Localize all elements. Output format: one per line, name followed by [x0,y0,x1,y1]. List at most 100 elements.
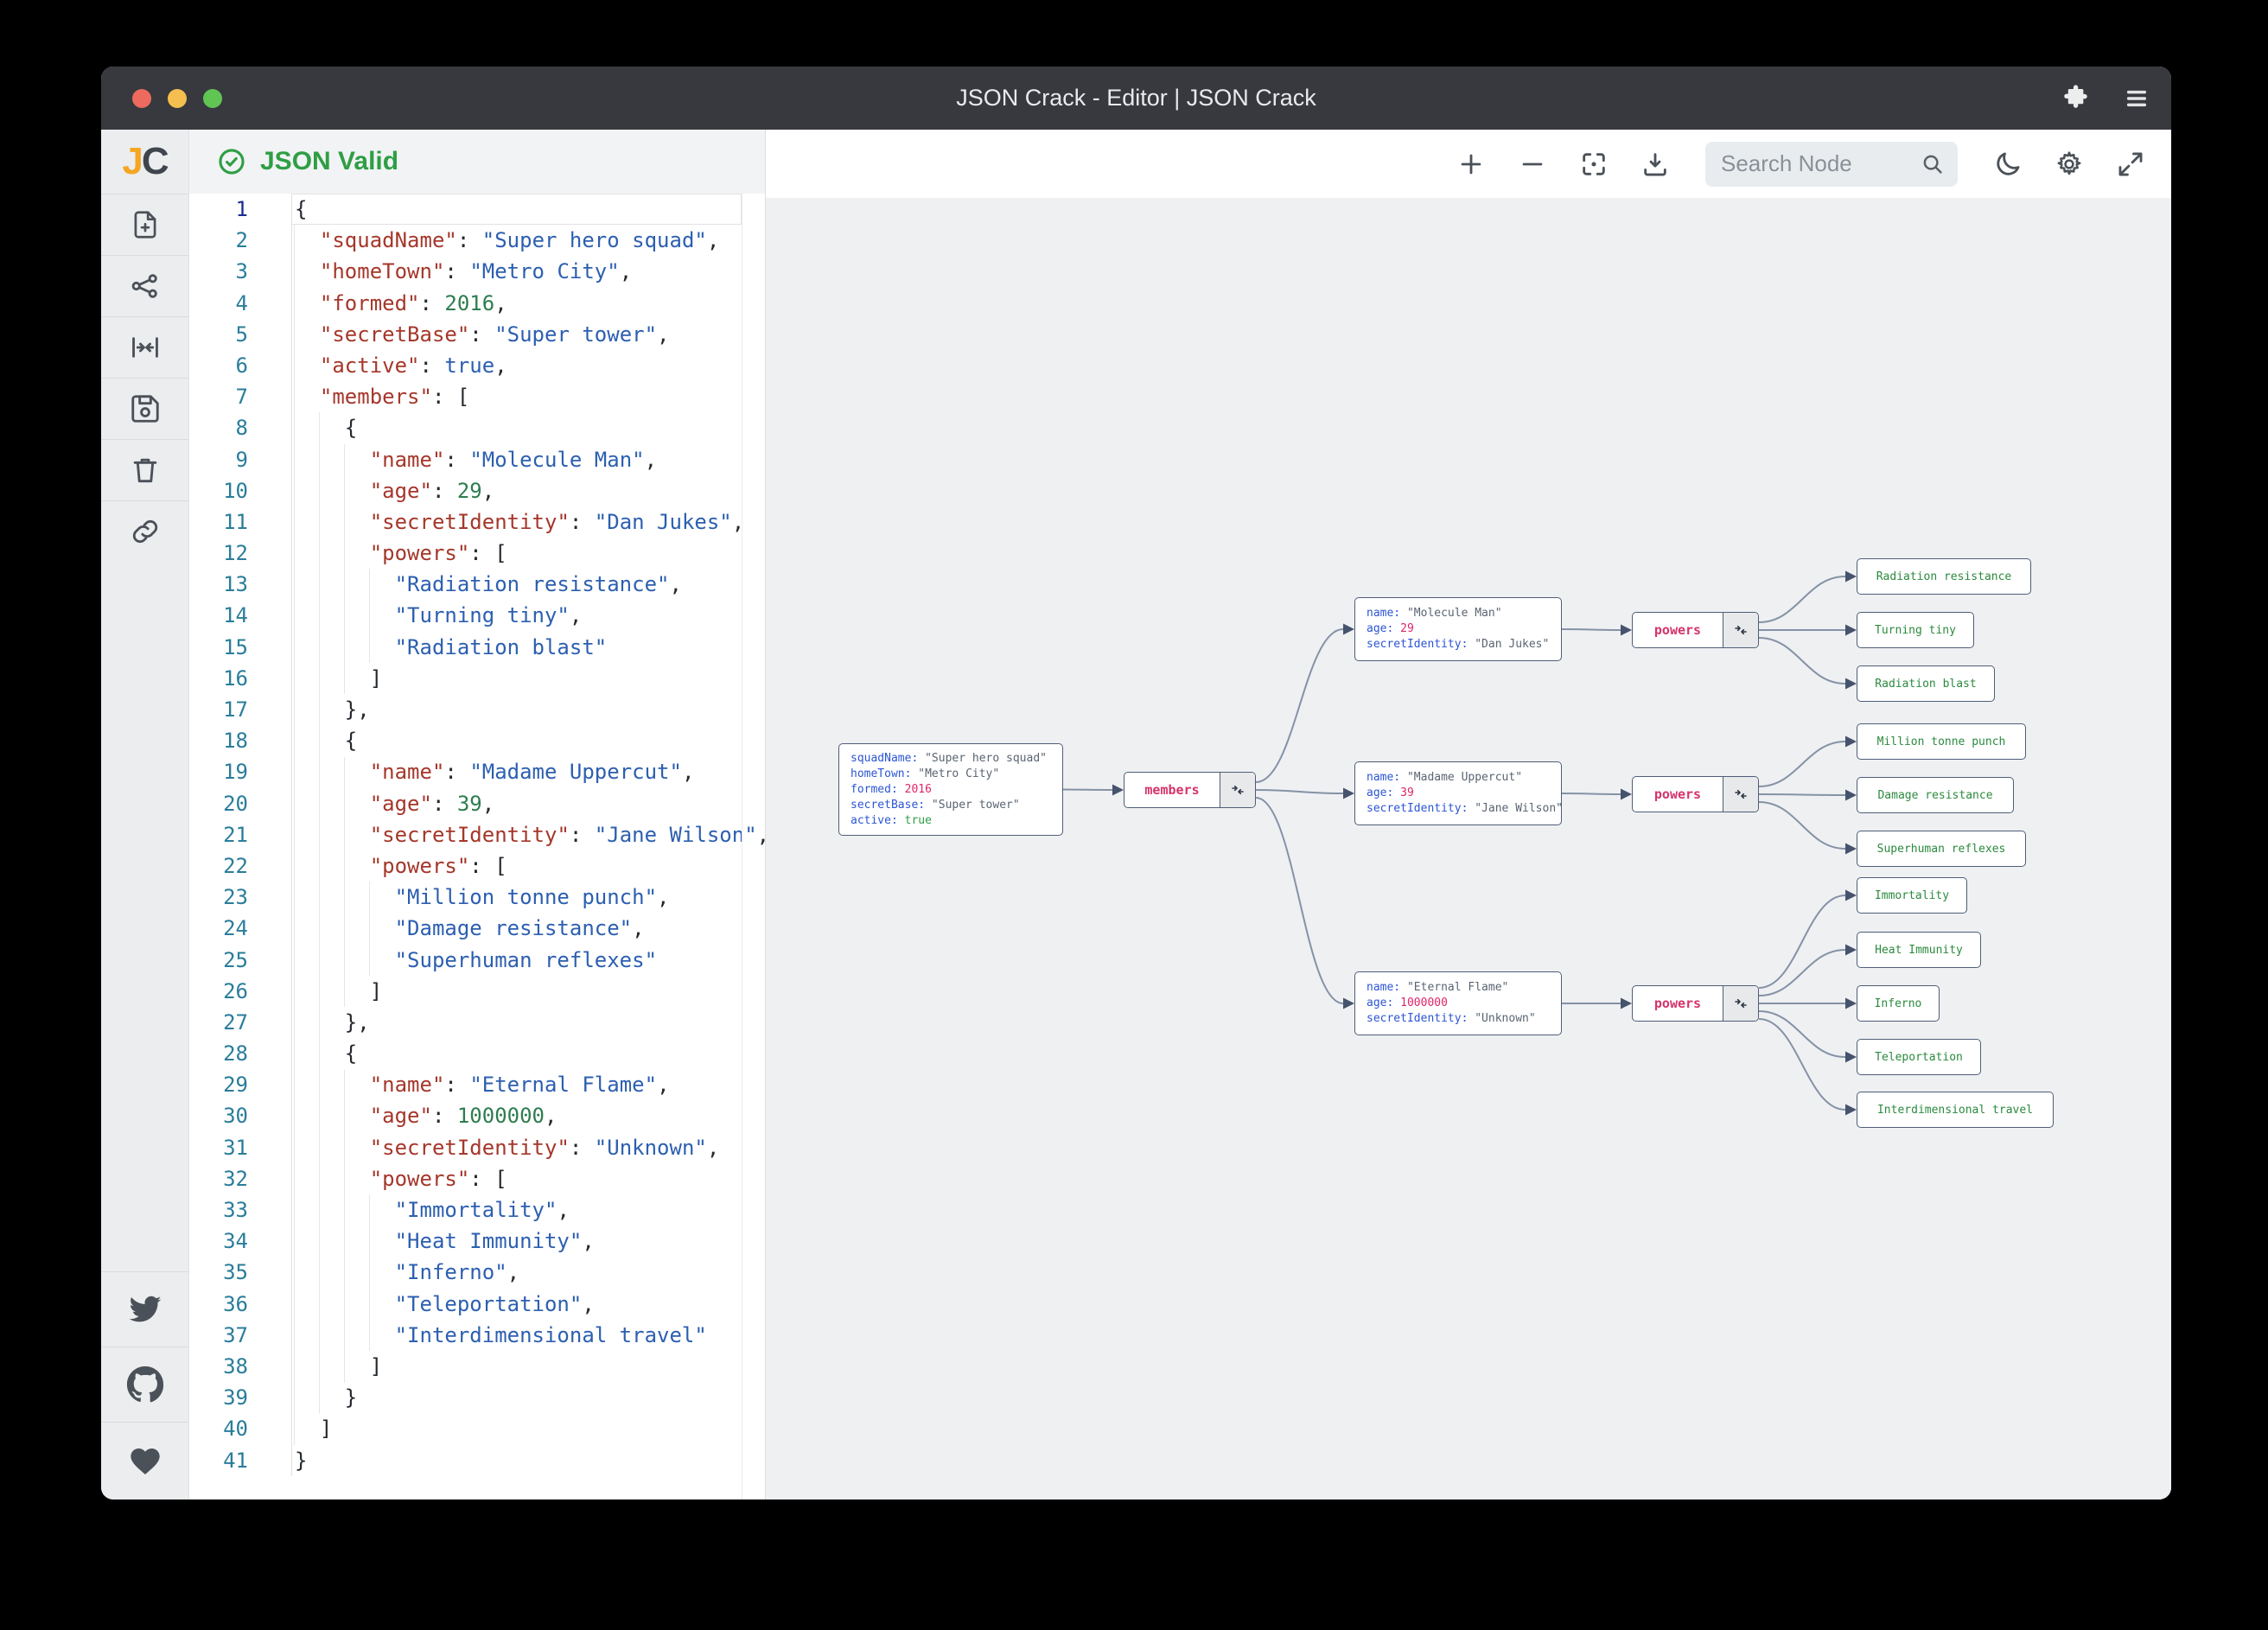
node-row: name: "Molecule Man" [1367,607,1502,620]
line-number: 35 [223,1260,248,1285]
node-row: squadName: "Super hero squad" [850,751,1047,765]
collapse-node-button[interactable] [1723,986,1758,1021]
code-line: 36 "Teleportation", [189,1288,765,1320]
extensions-puzzle-icon[interactable] [2061,84,2090,113]
line-number: 4 [235,290,248,315]
collapse-horizontal-icon [129,331,162,364]
fullscreen-button[interactable] [2116,150,2145,179]
code-line: 33 "Immortality", [189,1194,765,1226]
minimize-window-button[interactable] [168,88,187,108]
twitter-link[interactable] [101,1271,188,1347]
github-icon [126,1366,164,1404]
line-number: 41 [223,1448,248,1473]
collapse-node-button[interactable] [1723,777,1758,812]
line-number: 9 [235,447,248,472]
line-number: 37 [223,1322,248,1347]
graph-node-l2[interactable]: Turning tiny [1857,612,1974,648]
logo-j: J [122,140,143,182]
graph-node-l5[interactable]: Damage resistance [1857,777,2014,813]
graph-node-l7[interactable]: Immortality [1857,877,1967,914]
code-line: 18 { [189,725,765,757]
line-number: 3 [235,259,248,284]
code-line: 15 "Radiation blast" [189,631,765,663]
code-line: 6 "active": true, [189,349,765,382]
graph-node-l9[interactable]: Inferno [1857,985,1940,1022]
graph-node-l6[interactable]: Superhuman reflexes [1857,831,2026,867]
sponsor-link[interactable] [101,1422,188,1499]
code-line: 12 "powers": [ [189,538,765,570]
json-code-editor[interactable]: 1{2 "squadName": "Super hero squad",3 "h… [189,194,765,1499]
json-editor-panel: JSON Valid 1{2 "squadName": "Super hero … [189,130,766,1499]
graph-node-l1[interactable]: Radiation resistance [1857,558,2031,595]
code-line: 29 "name": "Eternal Flame", [189,1069,765,1101]
zoom-window-button[interactable] [203,88,222,108]
download-image-button[interactable] [1640,150,1670,179]
close-window-button[interactable] [132,88,151,108]
delete-button[interactable] [101,439,188,500]
graph-node-p1[interactable]: powers [1632,612,1759,648]
line-number: 2 [235,228,248,253]
graph-node-root[interactable]: squadName: "Super hero squad"homeTown: "… [838,743,1063,836]
code-line: 25 "Superhuman reflexes" [189,944,765,976]
window-controls [132,67,222,130]
graph-node-l11[interactable]: Interdimensional travel [1857,1092,2054,1128]
graph-node-p2[interactable]: powers [1632,776,1759,812]
graph-node-p3[interactable]: powers [1632,985,1759,1022]
line-number: 29 [223,1073,248,1098]
line-number: 24 [223,916,248,941]
line-number: 22 [223,853,248,878]
indent-guide [368,1194,370,1352]
search-icon[interactable] [1920,151,1946,177]
github-link[interactable] [101,1347,188,1422]
indent-guide [343,443,345,695]
code-line: 27 }, [189,1006,765,1039]
graph-node-l3[interactable]: Radiation blast [1857,665,1995,702]
new-document-button[interactable] [101,194,188,255]
graph-node-members[interactable]: members [1124,772,1256,808]
code-line: 41} [189,1444,765,1476]
indent-guide [343,756,345,1008]
code-line: 17 }, [189,694,765,726]
line-number: 7 [235,385,248,410]
graph-canvas[interactable]: squadName: "Super hero squad"homeTown: "… [766,198,2171,1499]
code-line: 11 "secretIdentity": "Dan Jukes", [189,506,765,538]
line-number: 25 [223,947,248,972]
save-floppy-icon [129,392,162,425]
search-node-input[interactable] [1705,141,1958,187]
array-node-label: powers [1653,996,1702,1011]
code-line: 1{ [189,194,765,226]
center-view-button[interactable] [101,316,188,378]
twitter-icon [128,1292,162,1327]
graph-node-l4[interactable]: Million tonne punch [1857,723,2026,760]
collapse-node-button[interactable] [1220,773,1255,807]
code-line: 4 "formed": 2016, [189,287,765,319]
save-button[interactable] [101,378,188,439]
line-number: 19 [223,760,248,785]
browser-menu-icon[interactable] [2123,85,2150,112]
code-line: 20 "age": 39, [189,787,765,819]
zoom-in-button[interactable] [1456,150,1486,179]
code-line: 28 { [189,1038,765,1070]
indent-guide [368,882,370,976]
dark-mode-toggle[interactable] [1993,150,2023,179]
settings-button[interactable] [2055,150,2084,179]
focus-view-button[interactable] [1579,150,1609,179]
search-node-box [1705,141,1958,187]
code-line: 21 "secretIdentity": "Jane Wilson", [189,818,765,850]
graph-node-l10[interactable]: Teleportation [1857,1039,1981,1075]
graph-toolbar [766,130,2171,198]
share-link-button[interactable] [101,500,188,562]
code-line: 14 "Turning tiny", [189,600,765,632]
check-circle-icon [217,147,246,176]
graph-node-l8[interactable]: Heat Immunity [1857,932,1981,968]
collapse-node-button[interactable] [1723,613,1758,647]
zoom-out-button[interactable] [1518,150,1547,179]
graph-view-button[interactable] [101,255,188,316]
line-number: 39 [223,1385,248,1410]
line-number: 16 [223,665,248,691]
